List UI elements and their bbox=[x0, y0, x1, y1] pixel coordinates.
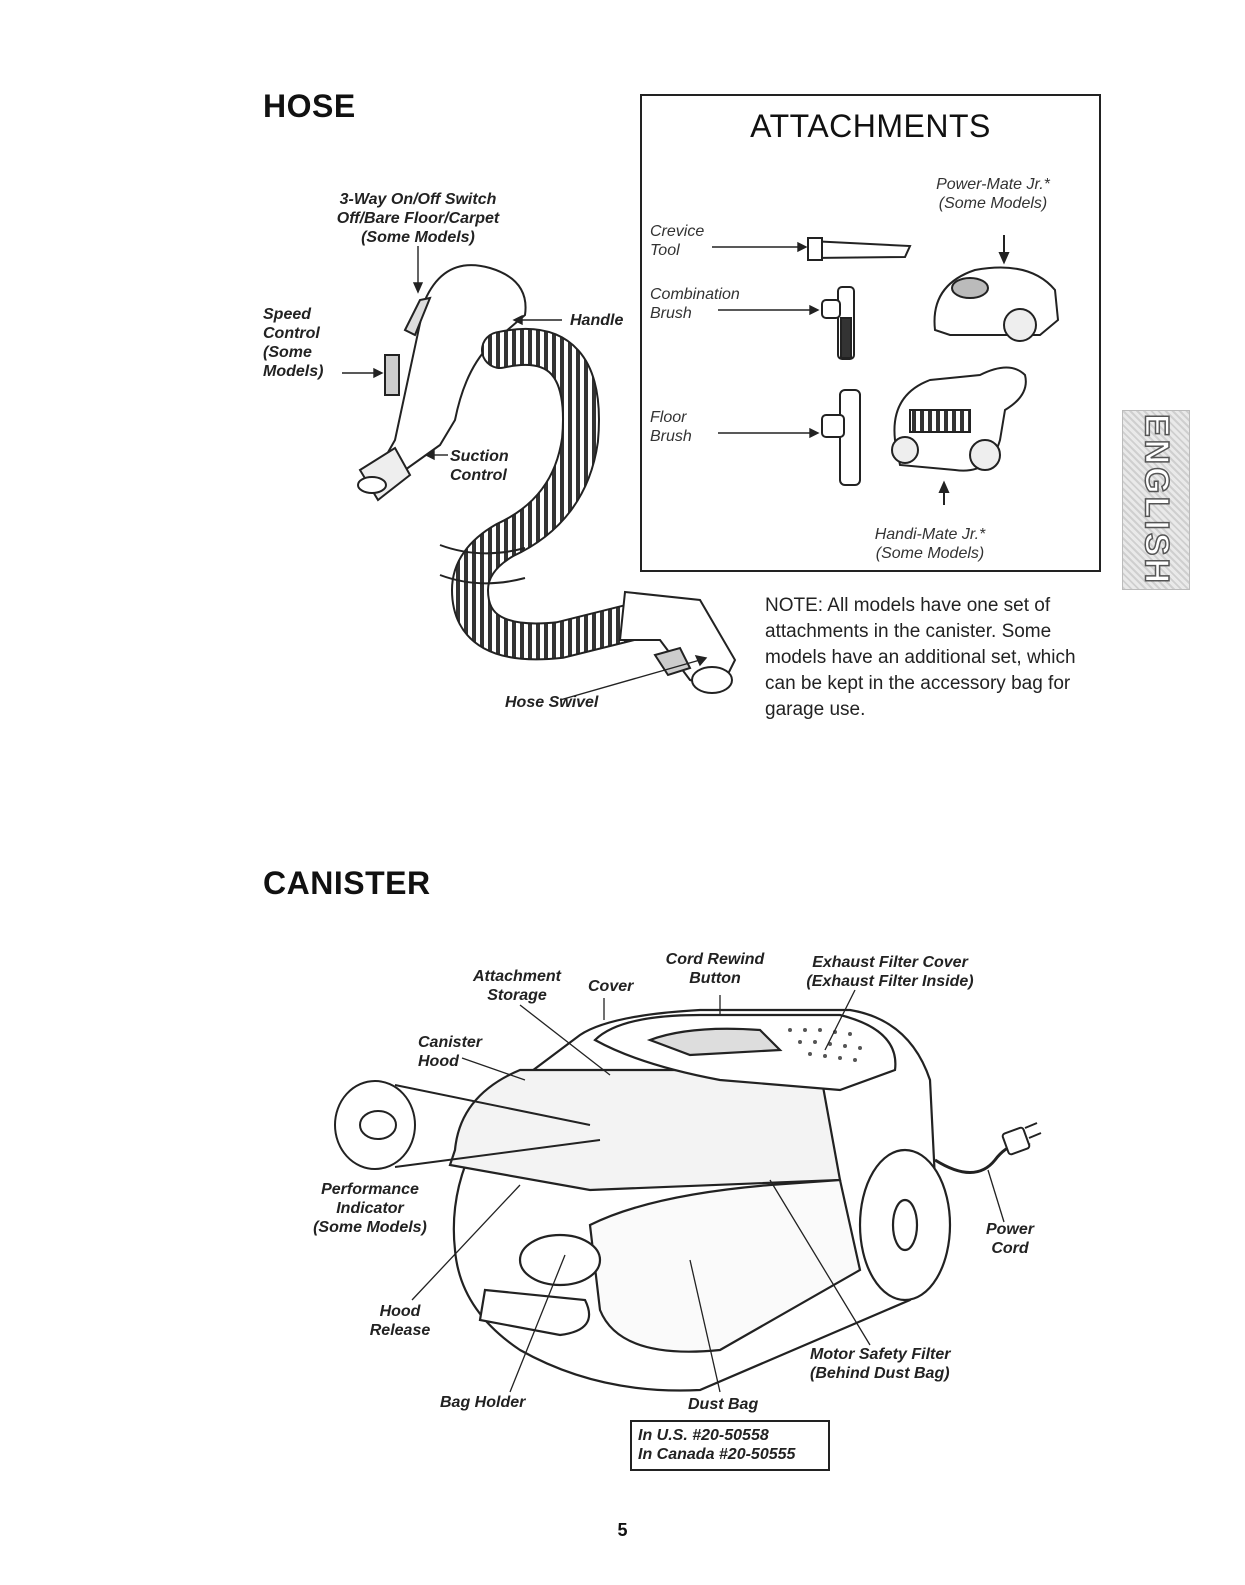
dust-bag-us-number: In U.S. #20-50558 bbox=[638, 1427, 769, 1444]
exhaust-label-line1: Exhaust Filter Cover bbox=[812, 954, 968, 971]
cover-label: Cover bbox=[588, 978, 634, 995]
power-plug-drawing bbox=[1001, 1122, 1042, 1156]
crevice-tool-label: Crevice Tool bbox=[650, 222, 704, 260]
perf-label-line2: Indicator bbox=[336, 1200, 404, 1217]
combo-label-line1: Combination bbox=[650, 286, 740, 303]
handimate-label-line2: (Some Models) bbox=[875, 545, 985, 562]
switch-label-line2: Off/Bare Floor/Carpet bbox=[336, 210, 500, 227]
power-mate-label: Power-Mate Jr.* (Some Models) bbox=[918, 175, 1068, 213]
motor-safety-filter-label: Motor Safety Filter (Behind Dust Bag) bbox=[810, 1345, 950, 1383]
hose-heading: HOSE bbox=[263, 88, 356, 124]
power-mate-drawing bbox=[933, 235, 1060, 342]
combination-brush-drawing bbox=[821, 286, 855, 360]
handimate-label-line1: Handi-Mate Jr.* bbox=[874, 526, 986, 543]
floor-label-line1: Floor bbox=[650, 409, 687, 426]
speed-label-line2: Control bbox=[263, 325, 320, 342]
exhaust-label-line2: (Exhaust Filter Inside) bbox=[806, 973, 974, 990]
power-label-line2: Cord bbox=[991, 1240, 1029, 1257]
power-cord-label: Power Cord bbox=[980, 1220, 1040, 1258]
powermate-label-line1: Power-Mate Jr.* bbox=[936, 176, 1050, 193]
hood-label-line1: Canister bbox=[418, 1034, 483, 1051]
attachments-heading: ATTACHMENTS bbox=[750, 108, 991, 144]
speed-label-line4: Models) bbox=[263, 363, 324, 380]
hood-release-label: Hood Release bbox=[360, 1302, 440, 1340]
exhaust-filter-label: Exhaust Filter Cover (Exhaust Filter Ins… bbox=[790, 953, 990, 991]
crevice-label-line2: Tool bbox=[650, 242, 680, 259]
combo-label-line2: Brush bbox=[650, 305, 692, 322]
hose-swivel-drawing bbox=[618, 590, 737, 694]
performance-indicator-label: Performance Indicator (Some Models) bbox=[300, 1180, 440, 1237]
note-text: All models have one set of attachments i… bbox=[765, 595, 1076, 720]
attachments-box bbox=[640, 94, 1101, 572]
speed-control-label: Speed Control (Some Models) bbox=[263, 305, 323, 381]
bag-holder-label: Bag Holder bbox=[440, 1394, 526, 1411]
combination-brush-label: Combination Brush bbox=[650, 285, 740, 323]
attachments-note: NOTE: All models have one set of attachm… bbox=[765, 593, 1095, 723]
note-prefix: NOTE: bbox=[765, 595, 824, 616]
motor-label-line1: Motor Safety Filter bbox=[810, 1346, 951, 1363]
handle-label: Handle bbox=[570, 312, 624, 329]
perf-label-line1: Performance bbox=[321, 1181, 419, 1198]
performance-indicator-callout bbox=[334, 1080, 601, 1170]
hood-label-line2: Hood bbox=[418, 1053, 459, 1070]
suction-label-line1: Suction bbox=[450, 448, 509, 465]
switch-label-line3: (Some Models) bbox=[361, 229, 475, 246]
hose-handle-drawing bbox=[357, 264, 527, 502]
language-tab-label: ENGLISH bbox=[1137, 413, 1177, 587]
perf-label-line3: (Some Models) bbox=[313, 1219, 427, 1236]
handi-mate-drawing bbox=[891, 366, 1027, 505]
canister-hood-label: Canister Hood bbox=[418, 1033, 482, 1071]
canister-heading: CANISTER bbox=[263, 865, 431, 901]
switch-label-line1: 3-Way On/Off Switch bbox=[339, 191, 497, 208]
speed-label-line3: (Some bbox=[263, 344, 312, 361]
crevice-label-line1: Crevice bbox=[650, 223, 705, 240]
release-label-line1: Hood bbox=[379, 1303, 421, 1320]
power-label-line1: Power bbox=[985, 1221, 1034, 1238]
rewind-label-line2: Button bbox=[689, 970, 741, 987]
hose-swivel-label: Hose Swivel bbox=[505, 694, 599, 711]
floor-label-line2: Brush bbox=[650, 428, 692, 445]
language-tab: ENGLISH bbox=[1122, 410, 1190, 590]
page-number: 5 bbox=[617, 1520, 628, 1540]
powermate-label-line2: (Some Models) bbox=[938, 195, 1048, 212]
dust-bag-canada-number: In Canada #20-50555 bbox=[638, 1446, 796, 1463]
motor-label-line2: (Behind Dust Bag) bbox=[810, 1365, 950, 1382]
floor-brush-label: Floor Brush bbox=[650, 408, 692, 446]
dust-bag-part-numbers: In U.S. #20-50558 In Canada #20-50555 bbox=[630, 1420, 830, 1471]
switch-label: 3-Way On/Off Switch Off/Bare Floor/Carpe… bbox=[318, 190, 518, 247]
attachment-storage-label: Attachment Storage bbox=[452, 967, 582, 1005]
attach-label-line1: Attachment bbox=[472, 968, 561, 985]
dust-bag-label: Dust Bag bbox=[688, 1396, 759, 1413]
canister-drawing bbox=[448, 1008, 952, 1392]
attach-label-line2: Storage bbox=[487, 987, 547, 1004]
handi-mate-label: Handi-Mate Jr.* (Some Models) bbox=[855, 525, 1005, 563]
cord-rewind-label: Cord Rewind Button bbox=[655, 950, 775, 988]
speed-label-line1: Speed bbox=[263, 306, 312, 323]
crevice-tool-drawing bbox=[807, 237, 912, 261]
floor-brush-drawing bbox=[821, 389, 861, 486]
hose-tube-drawing bbox=[450, 327, 659, 661]
release-label-line2: Release bbox=[369, 1322, 431, 1339]
suction-control-label: Suction Control bbox=[450, 447, 509, 485]
suction-label-line2: Control bbox=[450, 467, 507, 484]
rewind-label-line1: Cord Rewind bbox=[665, 951, 765, 968]
